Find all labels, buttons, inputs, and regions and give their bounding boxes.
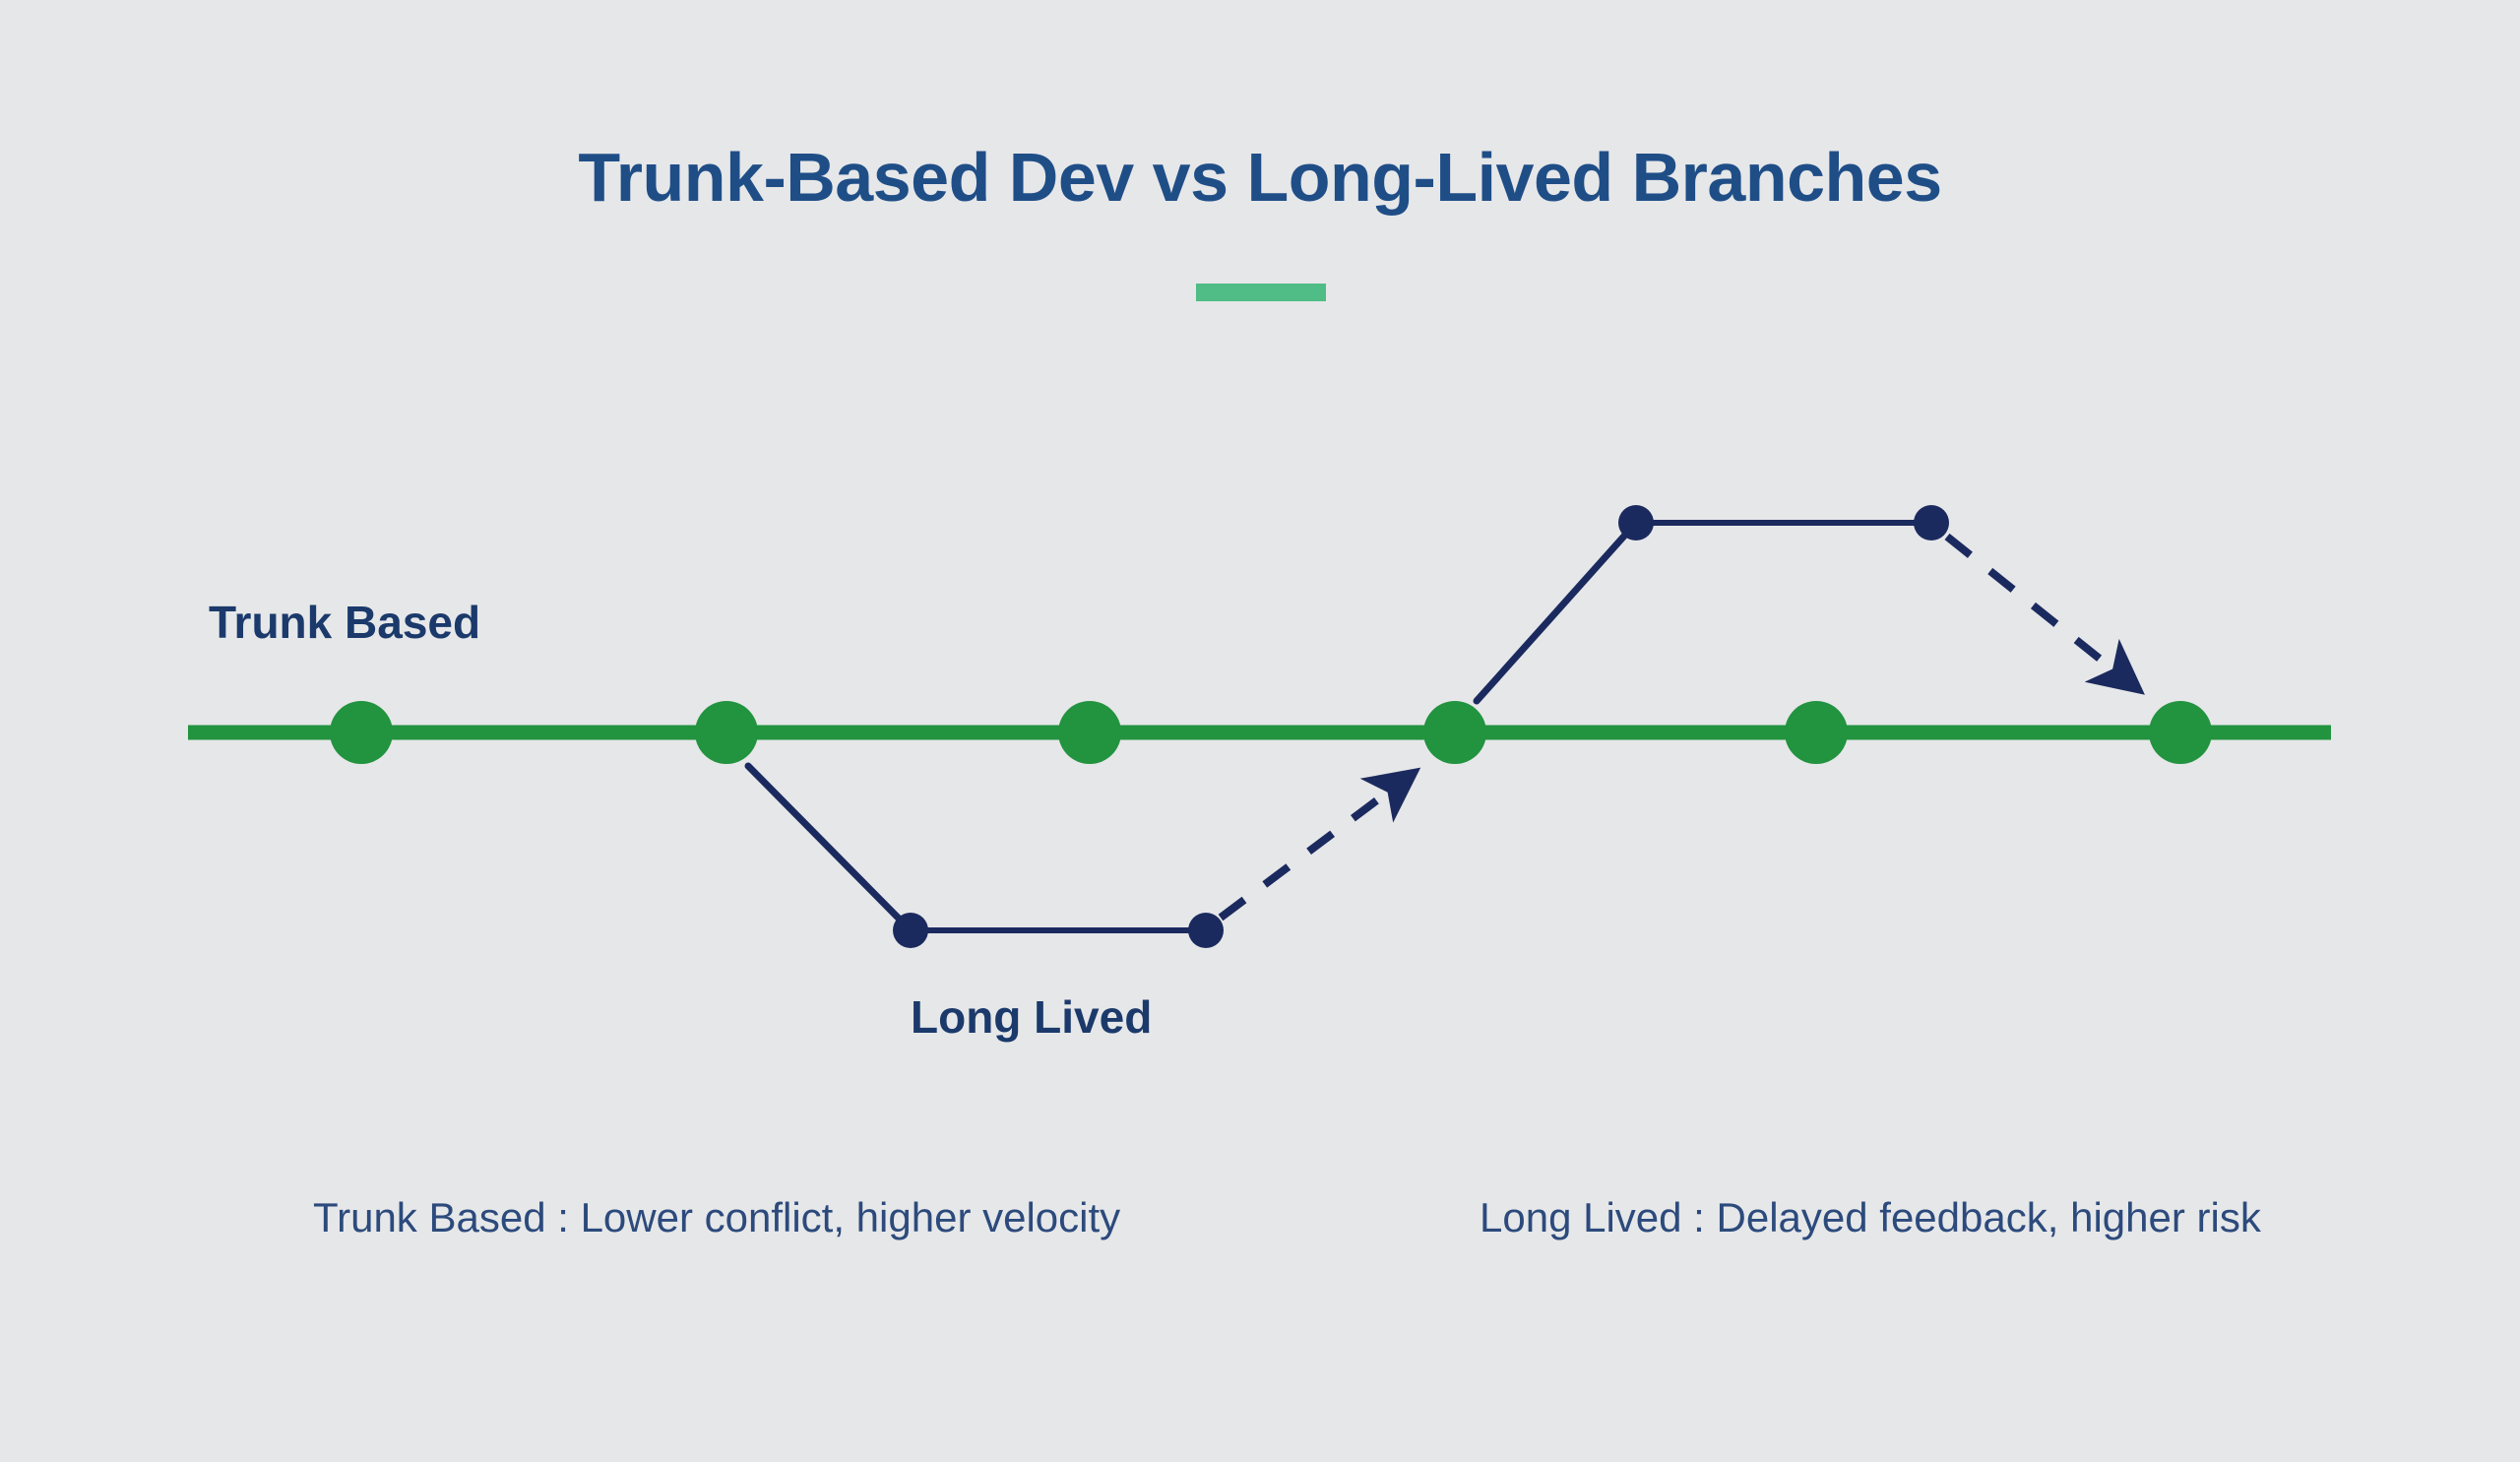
trunk-commit-node-5[interactable] (1785, 701, 1848, 764)
long-lived-lane-label: Long Lived (911, 991, 1153, 1043)
trunk-commit-node-6[interactable] (2149, 701, 2212, 764)
upper-branch-off-line (1473, 519, 1640, 705)
upper-branch-commit-node-2[interactable] (1914, 505, 1949, 540)
lower-branch-commit-node-1[interactable] (893, 913, 928, 948)
caption-long-lived: Long Lived : Delayed feedback, higher ri… (1480, 1194, 2261, 1240)
lower-branch-commit-node-2[interactable] (1188, 913, 1224, 948)
upper-branch-merge-arrow (1944, 533, 2145, 695)
trunk-commit-node-4[interactable] (1423, 701, 1486, 764)
lower-branch-merge-arrow (1218, 767, 1421, 922)
page-title: Trunk-Based Dev vs Long-Lived Branches (578, 139, 1942, 216)
trunk-lane-label: Trunk Based (209, 597, 481, 648)
trunk-commit-node-3[interactable] (1058, 701, 1121, 764)
caption-trunk-based: Trunk Based : Lower conflict, higher vel… (313, 1194, 1121, 1240)
upper-branch-commit-node-1[interactable] (1618, 505, 1654, 540)
trunk-commit-node-2[interactable] (695, 701, 758, 764)
lower-branch-off-line (744, 762, 914, 934)
title-accent-bar (1196, 284, 1326, 301)
trunk-commit-node-1[interactable] (330, 701, 393, 764)
